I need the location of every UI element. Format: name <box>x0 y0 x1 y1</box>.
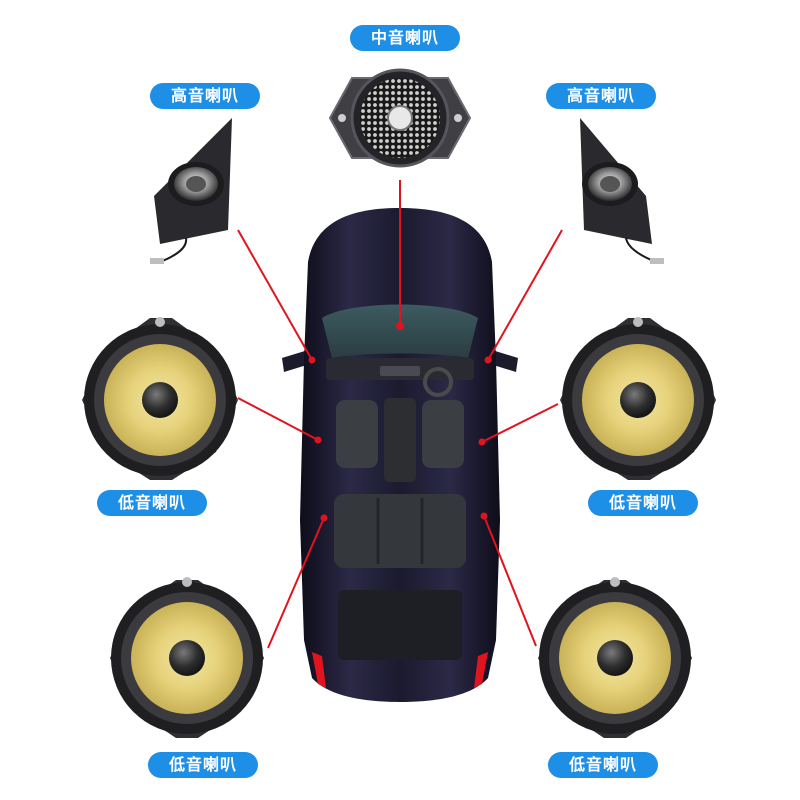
front-left-seat <box>336 400 378 468</box>
pointer-tweeter-right <box>487 229 563 361</box>
front-right-seat <box>422 400 464 468</box>
cargo-area <box>338 590 462 660</box>
center-console <box>384 398 416 482</box>
right-mirror <box>490 350 518 372</box>
windshield <box>322 304 478 358</box>
pointer-woofer-rear-right <box>483 515 537 647</box>
label-tweeter-right: 高音喇叭 <box>546 83 656 109</box>
pointer-dots <box>308 322 492 522</box>
right-tail-light <box>474 652 488 688</box>
woofer-front-right-icon <box>560 317 716 480</box>
left-tail-light <box>312 652 326 688</box>
tweeter-left-icon <box>150 118 232 264</box>
pointer-tweeter-left <box>237 229 313 361</box>
pointer-lines <box>237 180 563 649</box>
car-top-view <box>282 208 518 702</box>
woofer-front-left-icon <box>82 317 238 480</box>
mid-range-speaker-icon <box>328 68 472 168</box>
label-woofer-front-left: 低音喇叭 <box>97 490 207 516</box>
tweeter-right-icon <box>580 118 664 264</box>
label-mid-range: 中音喇叭 <box>350 25 460 51</box>
pointer-woofer-front-left <box>237 397 319 441</box>
rear-bench <box>334 494 466 568</box>
woofer-rear-left-icon <box>110 577 264 738</box>
pointer-woofer-front-right <box>481 403 559 443</box>
woofer-rear-right-icon <box>538 577 692 738</box>
steering-wheel <box>423 367 453 397</box>
left-mirror <box>282 350 310 372</box>
pointer-woofer-rear-left <box>267 517 325 649</box>
label-woofer-rear-right: 低音喇叭 <box>548 752 658 778</box>
label-woofer-front-right: 低音喇叭 <box>588 490 698 516</box>
label-tweeter-left: 高音喇叭 <box>150 83 260 109</box>
label-woofer-rear-left: 低音喇叭 <box>148 752 258 778</box>
